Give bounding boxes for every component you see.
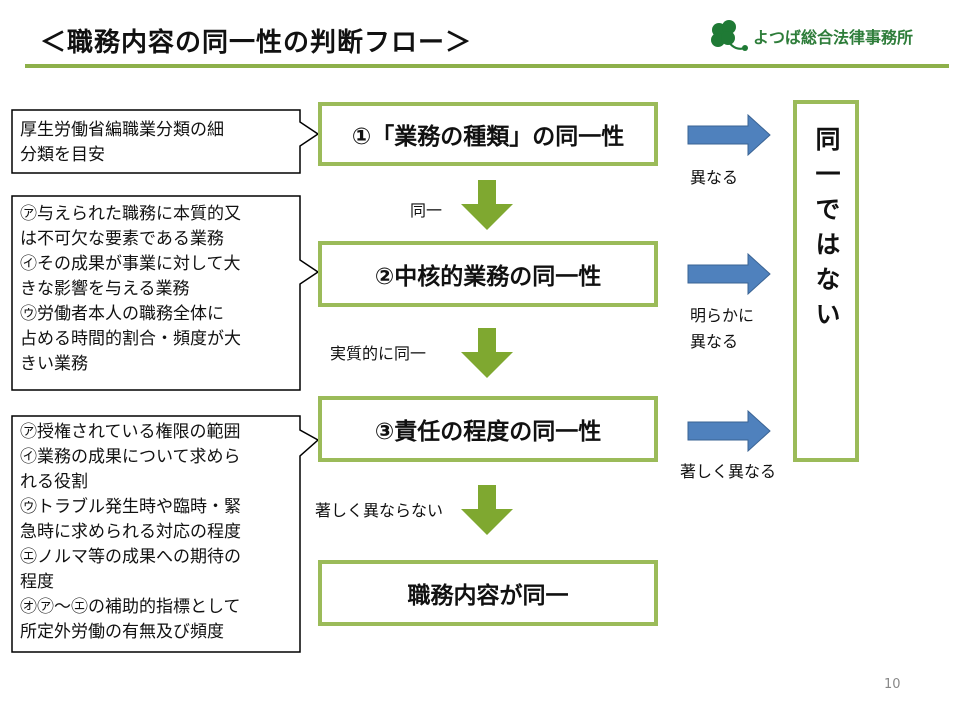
step3-box: ③責任の程度の同一性 <box>318 396 658 462</box>
note-line: 急時に求められる対応の程度 <box>20 522 241 542</box>
green-down-arrow-icon <box>461 180 513 230</box>
green-down-arrow-icon <box>461 328 513 378</box>
note-line: 占める時間的割合・頻度が大 <box>20 329 241 349</box>
note-line: は不可欠な要素である業務 <box>20 229 224 249</box>
label-diff-2a: 明らかに <box>690 306 755 325</box>
note-responsibility: ㋐授権されている権限の範囲 ㋑業務の成果について求めら れる役割 ㋒トラブル発生… <box>20 420 241 645</box>
step2-box: ②中核的業務の同一性 <box>318 241 658 307</box>
note-core-work: ㋐与えられた職務に本質的又 は不可欠な要素である業務 ㋑その成果が事業に対して大… <box>20 202 241 377</box>
label-same-2: 実質的に同一 <box>330 344 427 363</box>
note-line: ㋔㋐～㋓の補助的指標として <box>20 597 241 617</box>
note-line: 分類を目安 <box>20 145 105 165</box>
step1-box: ①「業務の種類」の同一性 <box>318 102 658 166</box>
note-line: 厚生労働省編職業分類の細 <box>20 120 224 140</box>
page-number: 10 <box>884 677 901 692</box>
firm-logo: よつば総合法律事務所 <box>705 18 945 58</box>
callout-note3 <box>11 415 320 653</box>
green-down-arrow-icon <box>461 485 513 535</box>
note-line: 所定外労働の有無及び頻度 <box>20 622 224 642</box>
note-occupational-classification: 厚生労働省編職業分類の細 分類を目安 <box>20 118 224 168</box>
blue-right-arrow-icon <box>687 252 771 296</box>
blue-right-arrow-icon <box>687 409 771 453</box>
label-diff-3: 著しく異なる <box>680 462 777 481</box>
blue-right-arrow-icon <box>687 113 771 157</box>
not-same-box: 同一ではない <box>793 100 859 462</box>
logo-text: よつば総合法律事務所 <box>753 28 914 47</box>
note-line: ㋐授権されている権限の範囲 <box>20 422 241 442</box>
note-line: きい業務 <box>20 354 88 374</box>
not-same-text: 同一ではない <box>812 126 841 336</box>
page-title: ＜職務内容の同一性の判断フロー＞ <box>40 28 473 58</box>
label-same-3: 著しく異ならない <box>315 501 444 520</box>
note-line: 程度 <box>20 572 54 592</box>
label-diff-1: 異なる <box>690 168 739 187</box>
callout-note2 <box>11 195 320 391</box>
note-line: ㋑その成果が事業に対して大 <box>20 254 241 274</box>
note-line: ㋓ノルマ等の成果への期待の <box>20 547 241 567</box>
label-same-1: 同一 <box>410 201 443 220</box>
note-line: れる役割 <box>20 472 88 492</box>
note-line: きな影響を与える業務 <box>20 279 190 299</box>
callout-note1 <box>11 109 320 174</box>
note-line: ㋒労働者本人の職務全体に <box>20 304 224 324</box>
result-box: 職務内容が同一 <box>318 560 658 626</box>
note-line: ㋑業務の成果について求めら <box>20 447 241 467</box>
note-line: ㋒トラブル発生時や臨時・緊 <box>20 497 241 517</box>
note-line: ㋐与えられた職務に本質的又 <box>20 204 241 224</box>
label-diff-2b: 異なる <box>690 332 739 351</box>
header-rule <box>25 64 949 68</box>
clover-icon <box>711 20 748 51</box>
